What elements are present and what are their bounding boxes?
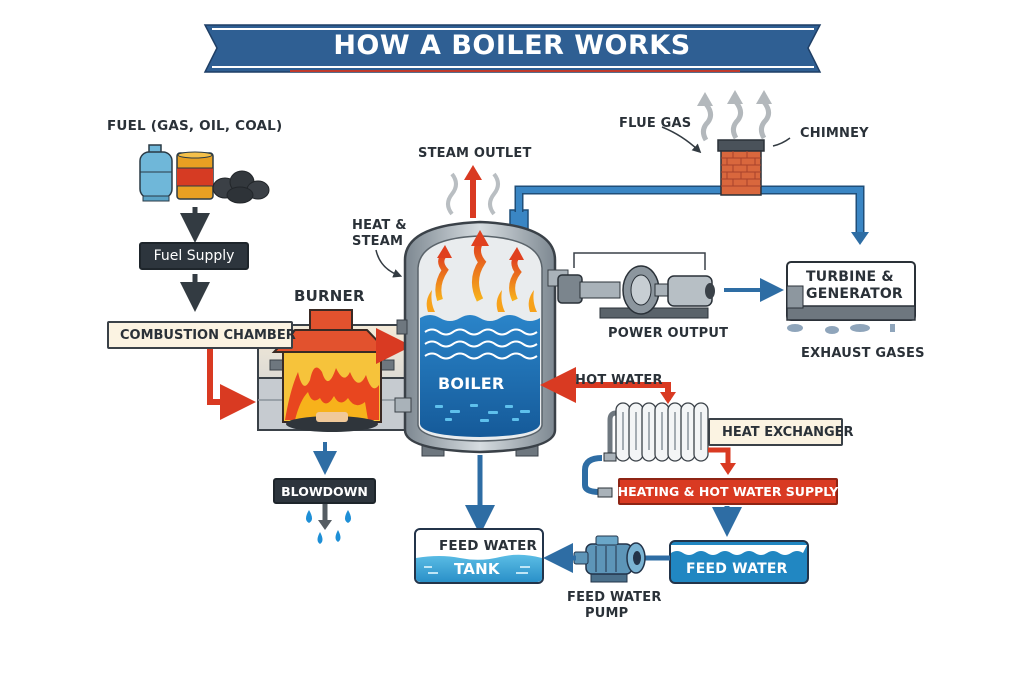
- flue-gas-pointer: [661, 126, 702, 154]
- hot-water-label: HOT WATER: [575, 373, 663, 388]
- page-title: HOW A BOILER WORKS: [333, 30, 691, 61]
- burner-label: BURNER: [294, 287, 365, 305]
- turbine-label-line1: TURBINE &: [806, 269, 894, 285]
- chimney-label: CHIMNEY: [800, 126, 869, 141]
- blowdown-box: BLOWDOWN: [273, 478, 376, 504]
- pump-label-line2: PUMP: [585, 606, 629, 621]
- heating-supply-label: HEATING & HOT WATER SUPPLY: [618, 478, 838, 505]
- generator-box: [786, 261, 916, 334]
- boiler-vessel-icon: [394, 220, 569, 457]
- steam-outlet-arrow: [446, 165, 500, 218]
- chimney-pointer: [772, 137, 791, 147]
- exhaust-gases-label: EXHAUST GASES: [801, 346, 925, 361]
- power-output-label: POWER OUTPUT: [608, 326, 729, 341]
- feed-water-reservoir: [669, 540, 809, 584]
- boiler-label: BOILER: [438, 374, 505, 393]
- turbine-label-line2: GENERATOR: [806, 286, 903, 302]
- feed-water-label: FEED WATER: [686, 561, 788, 577]
- feed-water-tank: [414, 528, 544, 584]
- oil-barrel-icon: [176, 151, 214, 200]
- heat-steam-label-line1: HEAT &: [352, 218, 407, 233]
- heat-steam-pointer: [375, 249, 403, 278]
- heat-steam-label-line2: STEAM: [352, 234, 404, 249]
- brick-chimney-icon: [717, 139, 765, 196]
- supply-arrow: [708, 447, 731, 465]
- steam-turbine-icon: [557, 252, 715, 319]
- title-banner: [203, 24, 822, 73]
- pump-label-line1: FEED WATER: [567, 590, 662, 605]
- heat-exchanger-label: HEAT EXCHANGER: [708, 418, 854, 446]
- fuel-label: FUEL (GAS, OIL, COAL): [107, 118, 283, 134]
- coal-pile-icon: [212, 170, 270, 204]
- fuel-supply-box: Fuel Supply: [139, 242, 249, 270]
- water-pump-icon: [573, 535, 646, 583]
- feed-water-tank-label-line2: TANK: [454, 560, 500, 578]
- steam-pipe: [509, 185, 869, 245]
- steam-outlet-label: STEAM OUTLET: [418, 146, 532, 161]
- radiator-heat-exchanger-icon: [582, 402, 709, 498]
- flue-gas-label: FLUE GAS: [619, 116, 692, 131]
- water-drops-icon: [306, 503, 351, 544]
- gas-cylinder-icon: [139, 144, 173, 202]
- combustion-chamber-label: COMBUSTION CHAMBER: [107, 321, 296, 349]
- flue-gas-wisps: [700, 100, 772, 142]
- burner-flame-icon: [271, 309, 391, 432]
- feed-water-tank-label-line1: FEED WATER: [439, 538, 538, 554]
